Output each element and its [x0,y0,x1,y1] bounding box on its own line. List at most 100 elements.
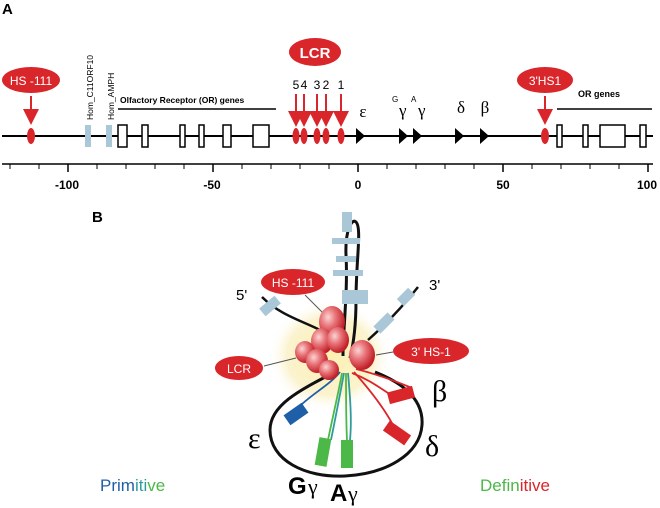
lcr-site [300,128,308,144]
or-gene-block [332,238,360,244]
hub-ball [349,340,375,370]
hs111-label: HS -111 [10,74,53,88]
lcr: LCR 5 4 3 2 1 [288,38,349,144]
or-gene-block [342,212,352,232]
axis-tick-label: 0 [355,178,362,192]
or-gene-box [582,124,589,148]
hs1-3-callout-label: 3' HS-1 [411,345,451,359]
a-gamma-gene-bar [341,440,353,468]
coordinate-axis: -100 -50 0 50 100 [2,163,657,192]
lcr-site-label: 1 [338,78,345,92]
g-label: G [288,473,307,500]
hom-markers: Hom_C11ORF10 Hom_AMPH [85,55,116,147]
three-prime-label: 3' [429,277,440,294]
delta-gene-arrow [455,128,464,144]
or-gene-box [556,124,563,148]
beta-gene-label: β [481,98,490,117]
interaction-line [327,372,343,441]
or-gene-box [179,124,186,148]
beta-label: β [432,375,447,408]
a-gamma-superscript: A [411,95,417,104]
hs111-callout-badge [261,269,325,295]
or-gene-block [373,312,395,334]
primitive-label-part: iti [135,476,147,495]
a-gamma-label: γ [417,101,426,120]
hom-amph-box [106,125,112,147]
hom-amph-label: Hom_AMPH [106,73,116,120]
hom-c11orf10-box [85,125,91,147]
or-gene-box [639,124,647,148]
or-gene-block [259,295,281,317]
g-gamma-gene-arrow [399,128,408,144]
active-chromatin-hub [295,306,375,380]
axis-tick-label: -50 [203,178,221,192]
or-gene-blocks [259,212,416,334]
definitive-label: Definitive [480,476,550,495]
hs1-3-label-badge [517,67,573,93]
hs111-label-badge [2,67,60,93]
beta-gene-bar [386,385,416,405]
hs1-3-marker: 3'HS1 [517,67,573,144]
epsilon-gene-label: ε [359,102,366,121]
hs1-3-site [541,128,549,144]
hub-ball [319,360,339,380]
delta-gene-label: δ [457,98,465,117]
primitive-label-part: Prim [100,476,135,495]
panel-b-label: B [92,209,103,226]
or-gene-block [342,290,368,304]
hs111-callout-label: HS -111 [272,276,315,290]
interaction-line [347,372,352,441]
lcr-callout-pointer [263,357,297,367]
a-label: A [330,480,347,507]
lcr-site [337,128,345,144]
epsilon-gene-bar [283,402,309,426]
or-genes-right: OR genes [556,89,652,148]
lcr-label: LCR [300,45,331,62]
globin-genes: ε G γ A γ δ β [356,95,489,144]
chromatin-globin-loop [268,370,424,478]
panel-a-label: A [2,1,13,18]
hub-glow [268,300,392,412]
a-gamma-label: γ [347,481,358,506]
or-gene-box [252,124,270,148]
hs111-callout: HS -111 [261,269,325,313]
axis-tick-label: -100 [55,178,79,192]
lcr-callout-label: LCR [227,362,251,376]
primitive-label: Primitive [100,476,165,495]
lcr-site-label: 3 [314,78,321,92]
hs111-marker: HS -111 [2,67,60,144]
hs111-site [27,128,35,144]
or-genes-left: Olfactory Receptor (OR) genes [117,95,276,148]
panel-b: B 5' 3' [92,209,550,507]
five-prime-label: 5' [236,287,247,304]
delta-gene-bar [382,420,412,446]
beta-gene-arrow [480,128,489,144]
definitive-label-part: itive [520,476,550,495]
lcr-callout-badge [215,356,263,380]
interaction-line [330,372,345,441]
lcr-site [313,128,321,144]
or-gene-box [141,124,149,148]
a-gamma-gene-arrow [413,128,422,144]
hs1-3-callout-badge [393,338,469,364]
g-gamma-gene-bar [314,437,332,467]
lcr-label-badge [289,38,341,66]
or-gene-box [599,124,626,148]
hom-c11orf10-label: Hom_C11ORF10 [85,55,95,120]
panel-a: A HS -111 Hom_C11ORF10 Hom_AMPH Olfactor… [2,1,657,192]
or-gene-block [333,270,363,276]
hs1-3-label: 3'HS1 [529,74,562,88]
interaction-line [355,368,413,389]
or-gene-box [198,124,205,148]
hs1-3-callout-pointer [375,351,394,356]
axis-tick-label: 50 [496,178,510,192]
or-gene-box [222,124,232,148]
hs1-3-callout: 3' HS-1 [375,338,469,364]
g-gamma-label: γ [398,101,407,120]
delta-label: δ [425,430,439,463]
or-genes-left-label: Olfactory Receptor (OR) genes [120,95,244,105]
epsilon-gene-arrow [356,128,365,144]
lcr-site-label: 5 [293,78,300,92]
hub-ball [327,327,349,353]
